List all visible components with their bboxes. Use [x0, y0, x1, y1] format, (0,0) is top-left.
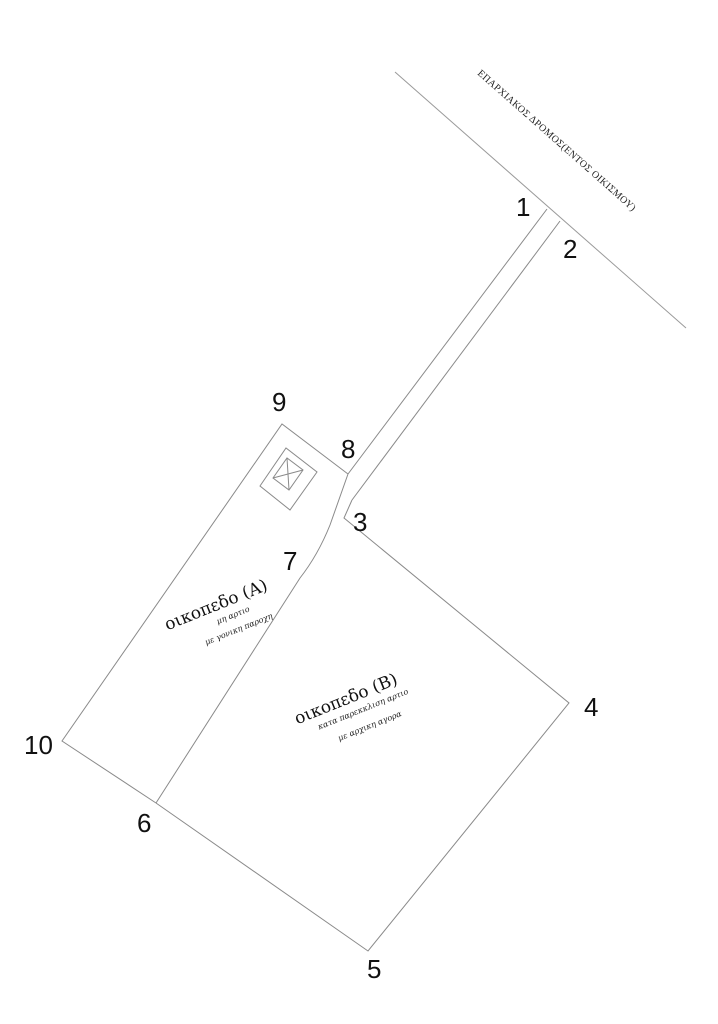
- point-label-4: 4: [584, 692, 598, 722]
- point-label-10: 10: [24, 730, 53, 760]
- point-label-3: 3: [353, 507, 367, 537]
- plot-a-boundary: [61, 423, 349, 804]
- boundary-8-7-6: [155, 473, 349, 804]
- point-label-9: 9: [272, 387, 286, 417]
- road-label: ΕΠΑΡΧΙΑΚΟΣ ΔΡΟΜΟΣ(ΕΝΤΟΣ ΟΙΚΙΣΜΟΥ): [475, 68, 638, 214]
- plot-b-boundary: [155, 499, 570, 952]
- strip-edge-2-3: [351, 220, 561, 501]
- point-label-8: 8: [341, 434, 355, 464]
- plot-b-labels: οικοπεδο (Β) κατα παρεκκλιση αρτιο με αρ…: [292, 670, 410, 743]
- strip-edge-1-8: [347, 208, 548, 475]
- point-label-2: 2: [563, 234, 577, 264]
- building-symbol: [259, 447, 318, 511]
- point-label-7: 7: [283, 546, 297, 576]
- point-label-6: 6: [137, 808, 151, 838]
- road-line: [394, 71, 687, 329]
- point-label-1: 1: [516, 192, 530, 222]
- point-label-5: 5: [367, 954, 381, 984]
- plot-a-labels: οικοπεδο (Α) μη αρτιο με γονικη παροχη: [162, 576, 274, 647]
